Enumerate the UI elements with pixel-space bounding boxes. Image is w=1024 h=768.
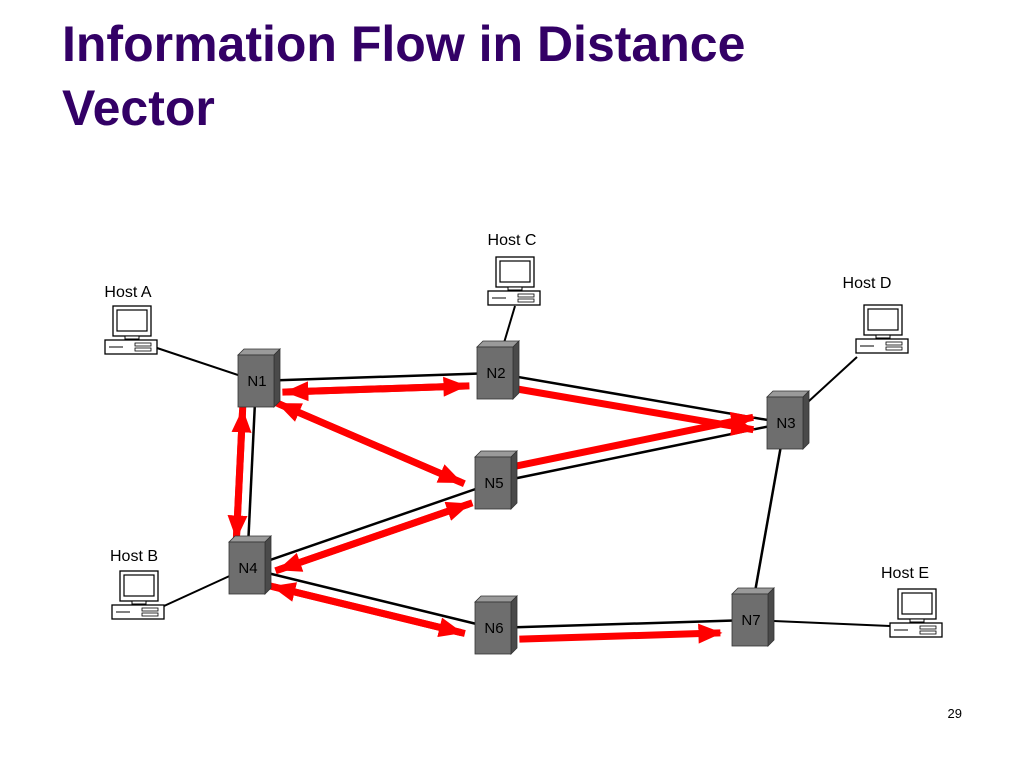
router-n7: N7	[731, 587, 775, 647]
router-n6: N6	[474, 595, 518, 655]
flow-arrow-n6-to-n4	[271, 582, 466, 637]
host-e: Host E	[881, 565, 943, 638]
title-line-2: Vector	[62, 80, 215, 136]
router-label-n4: N4	[238, 560, 257, 577]
title-line-1: Information Flow in Distance	[62, 16, 746, 72]
host-c: Host C	[487, 232, 541, 306]
host-label-a: Host A	[104, 284, 151, 301]
host-label-e: Host E	[881, 565, 929, 582]
link-n4-n5	[246, 481, 494, 570]
router-label-n3: N3	[776, 415, 795, 432]
flow-arrow-n5-to-n4	[277, 499, 474, 573]
router-label-n2: N2	[486, 365, 505, 382]
link-n3-n7	[748, 422, 787, 621]
computer-icon	[487, 256, 541, 306]
flow-arrow-n4-to-n1	[231, 408, 252, 542]
computer-icon	[889, 588, 943, 638]
host-b: Host B	[110, 548, 165, 620]
host-label-c: Host C	[488, 232, 537, 249]
router-n3: N3	[766, 390, 810, 450]
router-label-n1: N1	[247, 373, 266, 390]
router-label-n6: N6	[484, 620, 503, 637]
router-n5: N5	[474, 450, 518, 510]
link-n4-n6	[246, 566, 494, 630]
slide-title: Information Flow in Distance Vector	[62, 12, 962, 140]
host-label-d: Host D	[843, 275, 892, 292]
computer-icon	[104, 305, 158, 355]
link-n1-n2	[255, 371, 496, 383]
computer-icon	[111, 570, 165, 620]
computer-icon	[855, 304, 909, 354]
link-n2-n3	[494, 371, 786, 425]
router-n1: N1	[237, 348, 281, 408]
router-n2: N2	[476, 340, 520, 400]
router-n4: N4	[228, 535, 272, 595]
flows-layer	[227, 376, 756, 644]
flow-arrow-n2-to-n1	[284, 381, 470, 402]
flow-arrow-n6-to-n7	[519, 623, 723, 644]
link-n6-n7	[492, 618, 751, 630]
flow-arrow-n5-to-n3	[515, 411, 756, 470]
hosts-layer: Host A Host B Host C Host D Host E	[104, 232, 943, 638]
link-n5-n3	[492, 421, 786, 485]
host-label-b: Host B	[110, 548, 158, 565]
page-number: 29	[947, 706, 962, 721]
router-label-n7: N7	[741, 612, 760, 629]
router-label-n5: N5	[484, 475, 503, 492]
host-d: Host D	[843, 275, 909, 354]
host-a: Host A	[104, 284, 158, 355]
flow-arrow-n1-to-n5	[273, 399, 463, 486]
